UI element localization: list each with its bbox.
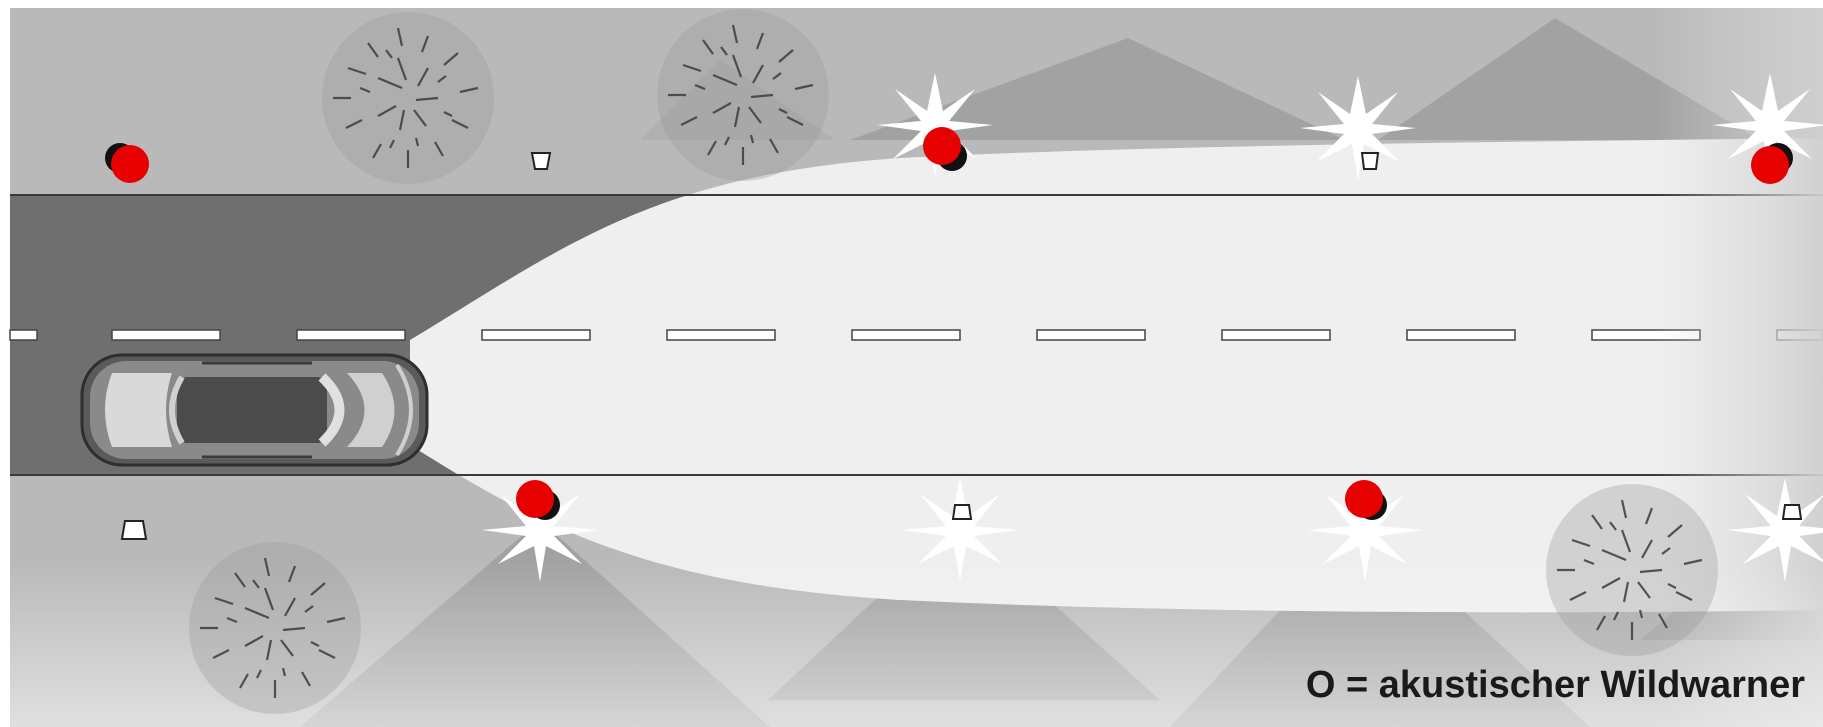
tree-icon: [1546, 484, 1718, 656]
reflector-flash-icon: [1727, 478, 1823, 582]
roadside-reflector-post-icon: [951, 504, 973, 520]
roadside-reflector-post-icon: [120, 520, 148, 540]
roadside-reflector-post-icon: [1360, 152, 1380, 170]
acoustic-wildlife-warner-icon: [1751, 143, 1793, 184]
acoustic-wildlife-warner-icon: [923, 127, 967, 171]
reflector-flash-icon: [1307, 478, 1423, 582]
car-top-view-icon: [80, 353, 429, 467]
reflector-flash-icon: [1300, 76, 1416, 180]
roadside-reflector-post-icon: [1781, 504, 1803, 520]
acoustic-wildlife-warner-icon: [105, 143, 149, 183]
reflector-flash-icon: [1712, 73, 1823, 177]
roadside-reflector-post-icon: [530, 152, 552, 170]
reflector-flash-icon: [902, 478, 1018, 582]
tree-icon: [189, 542, 361, 714]
reflector-flash-icon: [482, 478, 598, 582]
acoustic-wildlife-warner-icon: [516, 480, 560, 520]
tree-icon: [322, 12, 494, 184]
legend-text: O = akustischer Wildwarner: [1306, 664, 1805, 706]
tree-icon: [657, 9, 829, 181]
acoustic-wildlife-warner-icon: [1345, 480, 1387, 520]
